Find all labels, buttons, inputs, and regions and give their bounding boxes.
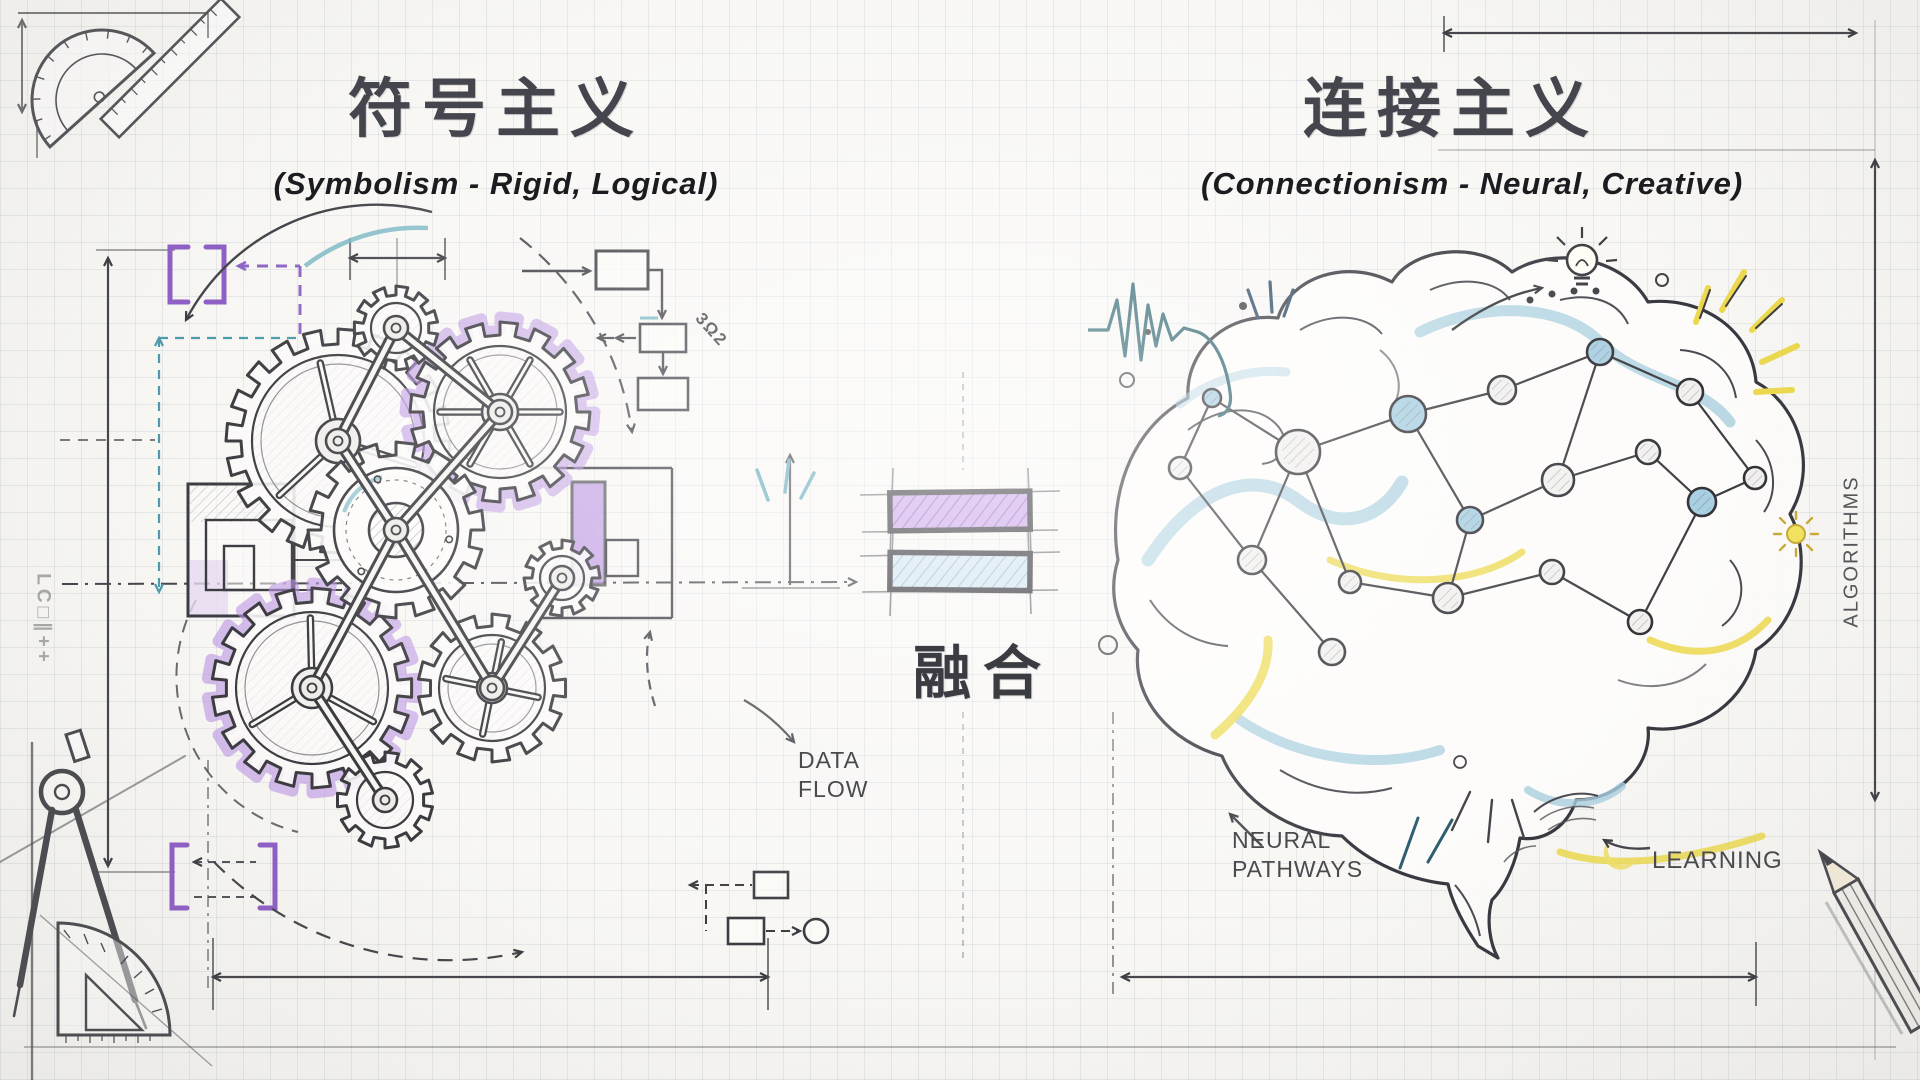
flowchart-boxes-bottom [687,870,830,946]
neural-pathways-label: NEURAL PATHWAYS [1232,827,1364,883]
right-title: 连接主义 [1303,73,1599,145]
left-title: 符号主义 [348,73,644,145]
equals-sign [859,467,1061,617]
left-subtitle: (Symbolism - Rigid, Logical) [273,166,719,201]
fusion-label: 融合 [912,641,1053,706]
margin-scribble: LC□∥++ [32,573,54,666]
data-flow-label: DATA FLOW [798,747,869,803]
algorithms-label: ALGORITHMS [1840,475,1863,628]
bracket-centerlines [191,857,256,898]
set-square-icon [39,914,213,1067]
learning-label: LEARNING [1652,847,1783,874]
sun-icon [1772,510,1820,558]
teal-spark-icon [755,458,816,502]
right-subtitle: (Connectionism - Neural, Creative) [1201,166,1744,201]
purple-dashed-leader [238,266,302,340]
